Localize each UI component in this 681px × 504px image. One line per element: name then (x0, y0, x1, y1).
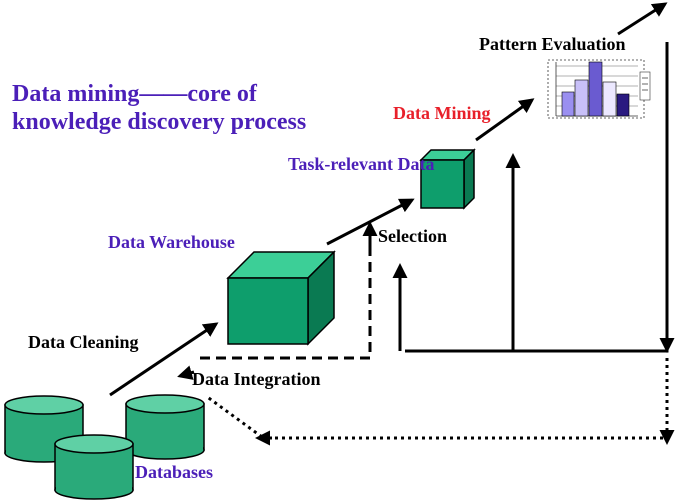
arrow-task-data-to-mining (475, 98, 535, 142)
dotted-loop-to-databases (270, 358, 669, 440)
task-relevant-data-cube (419, 148, 476, 210)
database-cylinder-front (54, 434, 134, 500)
data-warehouse-cube (226, 250, 336, 346)
label-data-mining: Data Mining (393, 103, 491, 123)
label-pattern-evaluation: Pattern Evaluation (479, 34, 626, 54)
label-databases: Databases (135, 462, 214, 482)
label-task-relevant-data: Task-relevant Data (288, 154, 435, 174)
label-data-integration: Data Integration (192, 369, 321, 389)
arrow-databases-to-warehouse (109, 322, 219, 397)
dashed-integration-loop (200, 240, 372, 360)
label-data-cleaning: Data Cleaning (28, 332, 139, 352)
page-title: Data mining——core of knowledge discovery… (12, 81, 307, 135)
arrow-pattern-out (617, 2, 668, 36)
dotted-diagonal-to-databases (205, 394, 263, 439)
dashed-arrow-to-cleaning (177, 365, 195, 380)
pattern-chart-icon (547, 59, 651, 119)
label-data-warehouse: Data Warehouse (108, 232, 235, 252)
database-cylinder-right (125, 394, 205, 460)
label-selection: Selection (378, 226, 447, 246)
